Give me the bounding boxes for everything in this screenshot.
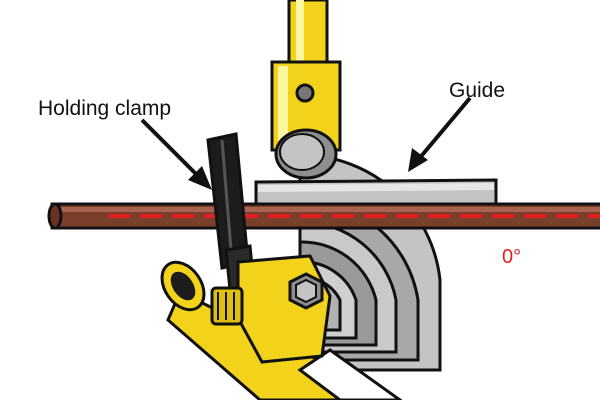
- clamp-bracket: [210, 254, 332, 364]
- holding-clamp-label: Holding clamp: [38, 97, 171, 120]
- vertical-handle: [270, 0, 342, 152]
- pivot-roller: [274, 128, 338, 180]
- guide-arrow: [408, 96, 472, 172]
- guide-label: Guide: [449, 79, 505, 102]
- guide-bar: [254, 178, 498, 208]
- holding-clamp-arrow: [140, 118, 212, 190]
- angle-label: 0°: [502, 246, 521, 268]
- copper-pipe: [47, 202, 600, 230]
